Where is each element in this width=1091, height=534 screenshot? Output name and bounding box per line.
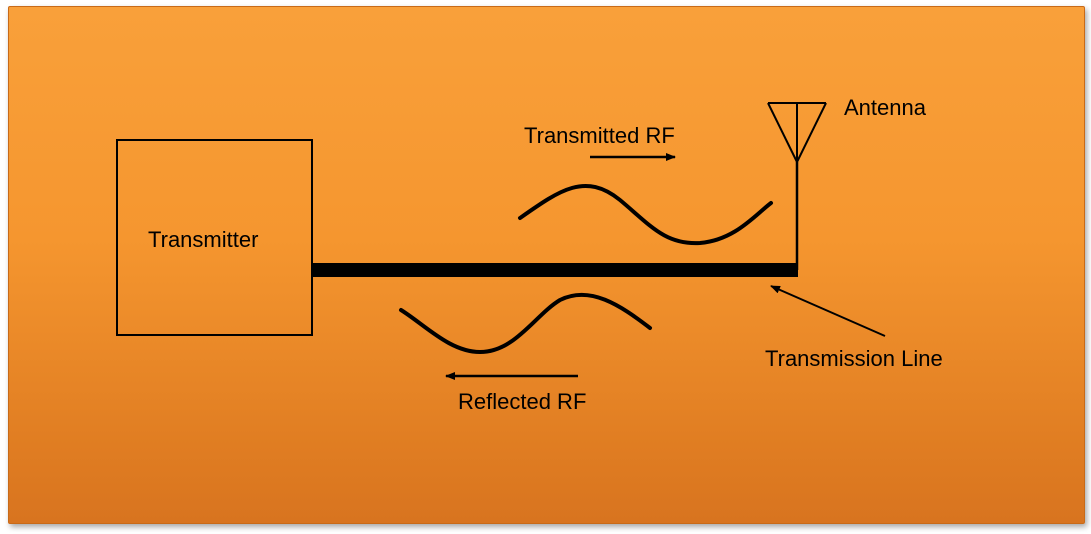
transmission-line xyxy=(312,263,798,277)
transmitter-box xyxy=(116,139,313,336)
antenna-label: Antenna xyxy=(844,95,927,120)
reflected-rf-wave xyxy=(399,292,652,355)
transmission-line-label: Transmission Line xyxy=(765,346,943,371)
transmitted-rf-wave xyxy=(518,184,773,246)
antenna-icon xyxy=(767,102,827,163)
transmission-line-pointer xyxy=(770,285,886,337)
transmitter-label: Transmitter xyxy=(148,227,258,252)
reflected-rf-label: Reflected RF xyxy=(458,389,586,414)
transmitted-rf-label: Transmitted RF xyxy=(524,123,675,148)
